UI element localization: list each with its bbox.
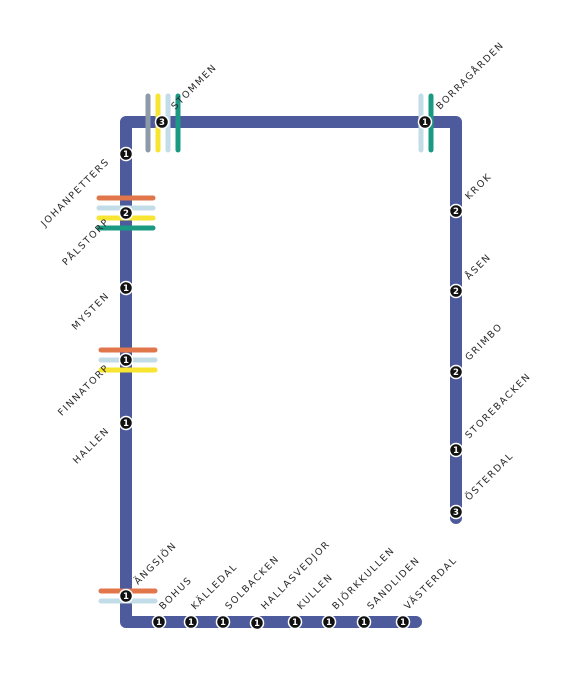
station-marker	[118, 588, 134, 604]
zone-number: 3	[159, 118, 165, 128]
station-marker	[448, 442, 464, 458]
zone-number: 1	[188, 618, 194, 628]
zone-number: 2	[453, 368, 459, 378]
zone-number: 1	[123, 150, 129, 160]
station-label: ÅSEN	[463, 251, 494, 282]
station-marker	[118, 205, 134, 221]
zone-number: 1	[361, 618, 367, 628]
station-marker	[118, 280, 134, 296]
station-marker	[417, 114, 433, 130]
station-marker	[154, 114, 170, 130]
station-marker	[215, 614, 231, 630]
station-label: HALLEN	[71, 425, 112, 466]
station-label: BOHUS	[157, 575, 194, 612]
zone-number: 1	[326, 618, 332, 628]
station-marker	[249, 615, 265, 631]
station-label: BORRAGÅRDEN	[434, 39, 507, 112]
zone-number: 2	[123, 209, 129, 219]
zone-number: 1	[220, 618, 226, 628]
station-label: MYSTEN	[70, 290, 112, 332]
station-label: GRIMBO	[463, 321, 505, 363]
zone-number: 1	[156, 618, 162, 628]
zone-number: 2	[453, 287, 459, 297]
station-marker	[118, 146, 134, 162]
zone-number: 1	[123, 356, 129, 366]
zone-number: 2	[453, 207, 459, 217]
zone-number: 1	[453, 446, 459, 456]
zone-number: 1	[123, 592, 129, 602]
station-marker	[287, 614, 303, 630]
zone-number: 1	[254, 619, 260, 629]
zone-number: 3	[453, 508, 459, 518]
station-marker	[118, 352, 134, 368]
zone-number: 1	[292, 618, 298, 628]
station-marker	[448, 504, 464, 520]
zone-number: 1	[422, 118, 428, 128]
station-label: FINNATORP	[56, 362, 112, 418]
station-marker	[448, 203, 464, 219]
station-marker	[151, 614, 167, 630]
station-marker	[183, 614, 199, 630]
zone-number: 1	[123, 419, 129, 429]
station-label: PÅLSTORP	[60, 216, 112, 268]
station-label: STOMMEN	[169, 62, 219, 112]
station-marker	[448, 283, 464, 299]
station-label: BJÖRKKULLEN	[330, 545, 397, 612]
station-label: KROK	[463, 171, 494, 202]
zone-number: 1	[123, 284, 129, 294]
station-marker	[395, 614, 411, 630]
station-storebacken: 1 STOREBACKEN	[448, 371, 534, 458]
station-label: STOREBACKEN	[463, 371, 533, 441]
station-marker	[448, 364, 464, 380]
station-label: ÄNGSJÖN	[132, 540, 179, 587]
station-marker	[356, 614, 372, 630]
station-label: ÖSTERDAL	[463, 450, 516, 503]
station-marker	[321, 614, 337, 630]
zone-number: 1	[400, 618, 406, 628]
station-label: HALLASVEDJOR	[259, 539, 332, 612]
station-marker	[118, 415, 134, 431]
